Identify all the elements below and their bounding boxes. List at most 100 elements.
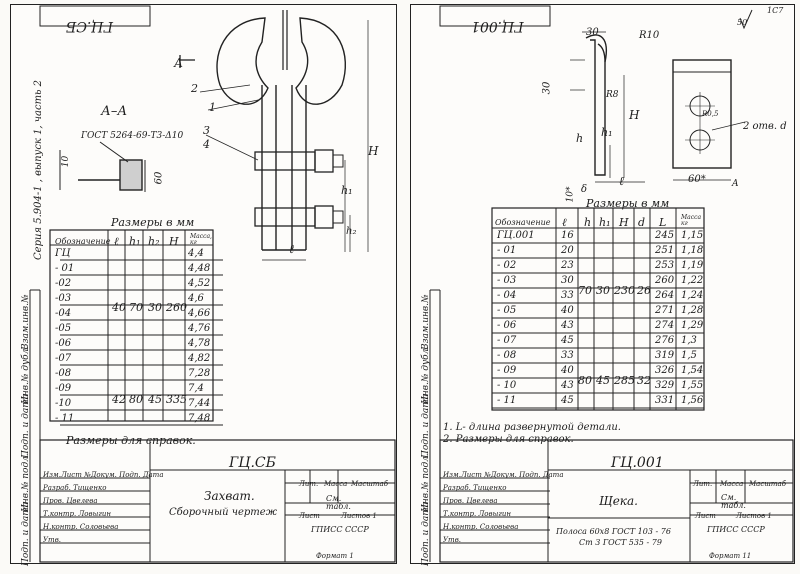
left-row-name: -06 [55, 338, 72, 349]
dim-r10: R10 [639, 30, 660, 41]
header-code: ГЦ.001 [471, 18, 524, 34]
g2-H: 335 [166, 393, 187, 406]
position-2: 2 [191, 82, 198, 95]
left-row-mass: 4,76 [188, 323, 211, 334]
dim-l: ℓ [289, 242, 294, 256]
g1-d: 26 [637, 284, 651, 297]
right-row-L: 331 [655, 395, 675, 406]
left-row-mass: 4,66 [188, 308, 211, 319]
g2-l: 42 [112, 393, 126, 406]
left-row-mass: 7,28 [188, 368, 211, 379]
stamp-material-2: Ст 3 ГОСТ 535 - 79 [579, 538, 662, 547]
stamp-col-mass: Масса [324, 480, 348, 488]
right-row-l: 40 [561, 365, 574, 376]
stamp-see: См. табл. [721, 493, 746, 510]
right-row-l: 20 [561, 245, 574, 256]
stamp-material-1: Полоса 60x8 ГОСТ 103 - 76 [556, 527, 671, 536]
g1-l: 40 [112, 301, 126, 314]
stamp-row-text: Разраб. Тищенко [43, 484, 107, 492]
table-caption: Размеры в мм [111, 216, 195, 229]
right-row-name: - 01 [497, 245, 517, 256]
right-row-L: 264 [655, 290, 675, 301]
position-4: 4 [203, 138, 210, 151]
stamp-code: ГЦ.СБ [229, 455, 276, 471]
right-row-name: - 07 [497, 335, 517, 346]
th-L: L [659, 216, 667, 229]
stamp-sheet: Лист [695, 512, 716, 520]
left-row-name: - 11 [55, 413, 75, 424]
right-row-mass: 1,54 [681, 365, 704, 376]
dim-r05: R0,5 [702, 110, 719, 118]
dim-H: H [368, 144, 379, 158]
right-row-l: 33 [561, 290, 574, 301]
g1-h1: 30 [596, 284, 610, 297]
section-A: A [732, 179, 739, 189]
right-row-mass: 1,29 [681, 320, 704, 331]
dim-10: 10 [61, 155, 72, 168]
th-H: H [169, 235, 179, 248]
sheet-part: ГЦ.001 1С7 50 30 R10 30 R8 H h₁ h ℓ 10* … [410, 4, 795, 566]
stamp-row-text: Н.контр. Соловьева [43, 523, 119, 531]
stamp-subtitle: Сборочный чертеж [169, 507, 278, 518]
dim-r8: R8 [606, 90, 619, 100]
right-row-l: 45 [561, 395, 574, 406]
right-row-l: 45 [561, 335, 574, 346]
section-mark: А [174, 56, 184, 70]
th-h2: h₂ [148, 235, 160, 248]
header-code: ГЦ.СБ [66, 18, 113, 34]
stamp-col-lit: Лит. [693, 480, 713, 488]
left-row-name: ГЦ [55, 248, 71, 259]
left-row-mass: 7,48 [188, 413, 211, 424]
th-l: ℓ [562, 216, 567, 229]
stamp-title: Щека. [599, 494, 638, 508]
left-note: Размеры для справок. [66, 434, 196, 447]
stamp-row-text: Т.контр. Ловыгин [443, 510, 511, 518]
th-h1: h₁ [129, 235, 141, 248]
th-H: H [619, 216, 629, 229]
dim-h1: h₁ [601, 126, 613, 139]
right-row-mass: 1,18 [681, 245, 704, 256]
dim-H: H [629, 108, 640, 122]
side-label: Взам.инв.№ [21, 294, 31, 350]
dim-60: 60 [153, 171, 165, 185]
right-row-L: 253 [655, 260, 675, 271]
th-designation: Обозначение [55, 237, 111, 246]
gost-callout: ГОСТ 5264-69-Т3-Δ10 [81, 131, 184, 141]
sheet-assembly: ГЦ.СБ Серия 5.904-1 , выпуск 1, часть 2 … [10, 4, 397, 566]
right-row-mass: 1,3 [681, 335, 697, 346]
right-row-L: 319 [655, 350, 675, 361]
roughness: 50 [737, 18, 748, 27]
side-label: Подп. и дата [21, 501, 31, 566]
right-row-l: 43 [561, 320, 574, 331]
left-row-name: -05 [55, 323, 72, 334]
right-row-L: 329 [655, 380, 675, 391]
right-row-name: - 09 [497, 365, 517, 376]
stamp-org: ГПИСС СССР [707, 525, 765, 534]
stamp-col-scale: Масштаб [351, 480, 388, 488]
g2-h1: 45 [596, 374, 610, 387]
dim-30-top: 30 [586, 27, 599, 38]
right-row-mass: 1,55 [681, 380, 704, 391]
right-row-name: - 06 [497, 320, 517, 331]
left-row-name: -03 [55, 293, 72, 304]
stamp-row-text: Утв. [443, 536, 461, 544]
right-row-L: 274 [655, 320, 675, 331]
right-row-mass: 1,19 [681, 260, 704, 271]
left-row-name: -08 [55, 368, 72, 379]
series-note: Серия 5.904-1 , выпуск 1, часть 2 [33, 79, 44, 260]
right-row-mass: 1,5 [681, 350, 697, 361]
position-1: 1 [209, 101, 216, 114]
right-row-name: - 11 [497, 395, 517, 406]
stamp-col-scale: Масштаб [749, 480, 786, 488]
right-row-L: 251 [655, 245, 675, 256]
right-row-L: 245 [655, 230, 675, 241]
right-row-name: ГЦ.001 [497, 230, 535, 241]
stamp-row-text: Т.контр. Ловыгин [43, 510, 111, 518]
g2-h2: 45 [148, 393, 162, 406]
left-row-mass: 4,6 [188, 293, 204, 304]
left-row-name: -07 [55, 353, 72, 364]
left-row-name: -02 [55, 278, 72, 289]
stamp-org: ГПИСС СССР [311, 525, 369, 534]
stamp-row-text: Изм.Лист №Докум. Подп. Дата [443, 471, 564, 479]
